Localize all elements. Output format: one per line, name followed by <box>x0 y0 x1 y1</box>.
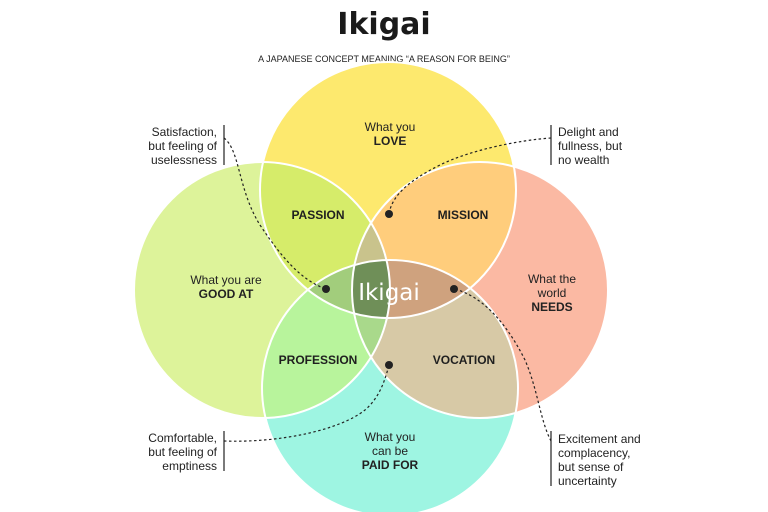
note-bottom-left-line3: emptiness <box>162 459 217 473</box>
dot-bottom-left <box>385 361 393 369</box>
mission-label: MISSION <box>438 208 489 222</box>
center-ikigai-label: Ikigai <box>358 280 420 306</box>
dot-top-left <box>322 285 330 293</box>
leader-top-left <box>223 137 327 290</box>
note-top-right-line1: Delight and <box>558 125 619 139</box>
good-at-label-line2: GOOD AT <box>199 287 254 301</box>
note-top-left-line2: but feeling of <box>148 139 217 153</box>
note-bottom-right-line1: Excitement and <box>558 432 641 446</box>
vocation-label: VOCATION <box>433 353 495 367</box>
overlap-profession <box>262 260 390 418</box>
dot-bottom-right <box>450 285 458 293</box>
note-bottom-left-line1: Comfortable, <box>148 431 217 445</box>
paid-for-label-line2: can be <box>372 444 408 458</box>
note-bottom-right-line4: uncertainty <box>558 474 617 488</box>
dot-top-right <box>385 210 393 218</box>
page-title: Ikigai <box>337 7 430 42</box>
profession-label: PROFESSION <box>279 353 358 367</box>
good-at-label-line1: What you are <box>190 273 262 287</box>
note-bottom-left-line2: but feeling of <box>148 445 217 459</box>
passion-label: PASSION <box>291 208 344 222</box>
love-label-line2: LOVE <box>374 134 407 148</box>
note-top-left-line3: uselessness <box>151 153 217 167</box>
note-top-left-line1: Satisfaction, <box>152 125 217 139</box>
love-label-line1: What you <box>365 120 416 134</box>
note-top-right-line3: no wealth <box>558 153 609 167</box>
leader-bottom-left <box>223 364 390 442</box>
page-subtitle: A JAPANESE CONCEPT MEANING “A REASON FOR… <box>258 54 510 64</box>
note-bottom-right-line2: complacency, <box>558 446 630 460</box>
paid-for-label-line3: PAID FOR <box>362 458 419 472</box>
paid-for-label-line1: What you <box>365 430 416 444</box>
needs-label-line3: NEEDS <box>531 300 572 314</box>
needs-label-line1: What the <box>528 272 576 286</box>
note-top-right-line2: fullness, but <box>558 139 623 153</box>
note-bottom-right-line3: but sense of <box>558 460 624 474</box>
needs-label-line2: world <box>537 286 567 300</box>
leader-bottom-right <box>453 288 552 442</box>
